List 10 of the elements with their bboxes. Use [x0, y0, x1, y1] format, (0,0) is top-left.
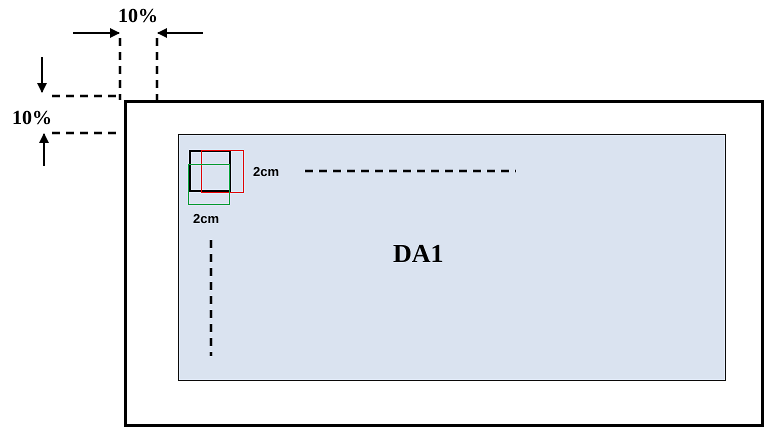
dimension-label: 2cm [253, 165, 280, 178]
sampling-area-box [178, 134, 726, 381]
dimension-label: 2cm [193, 212, 220, 225]
sample-square [188, 164, 230, 205]
dimension-label: 10% [118, 6, 158, 26]
sample-square [189, 150, 231, 192]
area-label: DA1 [393, 241, 444, 267]
dimension-label: 10% [12, 108, 52, 128]
sample-square [201, 150, 244, 193]
outer-frame [124, 100, 764, 427]
